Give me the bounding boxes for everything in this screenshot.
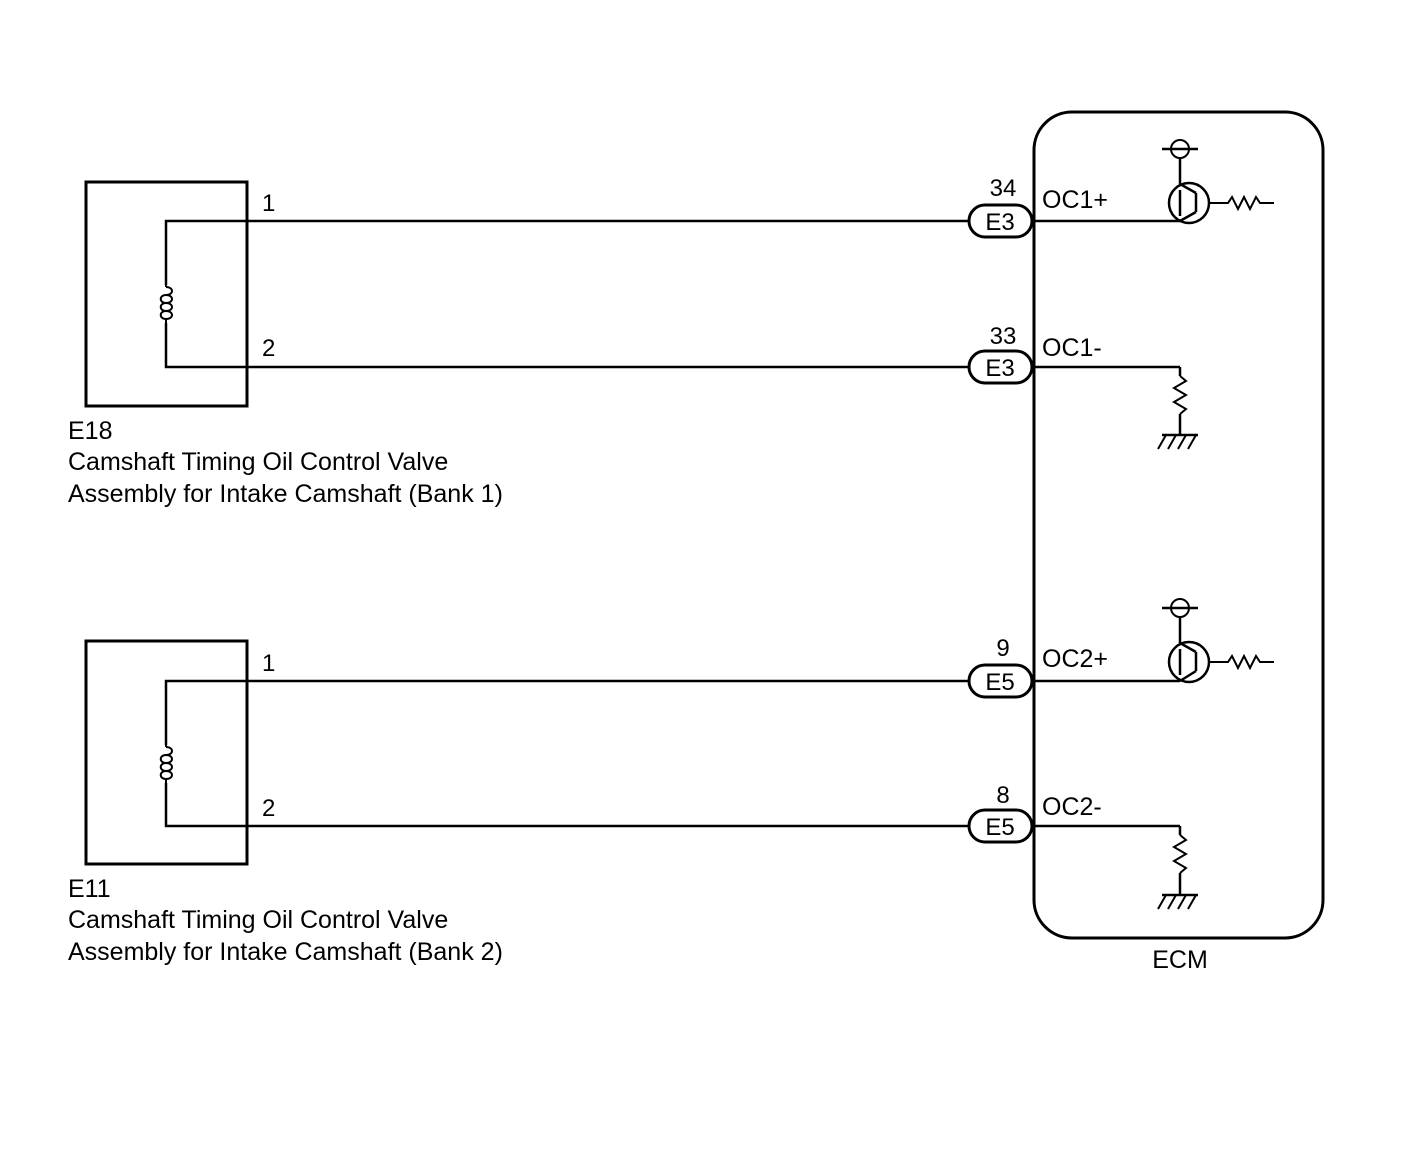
connector-code: E5: [985, 814, 1014, 841]
valve-bank1-name-line1: Camshaft Timing Oil Control Valve: [68, 448, 448, 476]
ground-icon: [1157, 893, 1198, 910]
resistor-icon: [1209, 653, 1274, 671]
connector-code: E3: [985, 355, 1014, 382]
ecm-label: ECM: [1152, 946, 1208, 974]
ecm-box: [1032, 110, 1325, 940]
valve-bank2-name-line2: Assembly for Intake Camshaft (Bank 2): [68, 938, 503, 966]
valve-bank2-name-line1: Camshaft Timing Oil Control Valve: [68, 906, 448, 934]
resistor-icon: [1172, 834, 1188, 874]
resistor-icon: [1172, 375, 1188, 415]
valve-bank2-pin1: 1: [262, 650, 275, 677]
ground-circuit-oc1: [1034, 365, 1198, 450]
connection-oc1-plus: E3 34 OC1+: [967, 175, 1108, 239]
valve-bank1-name-line2: Assembly for Intake Camshaft (Bank 1): [68, 480, 503, 508]
ground-icon: [1157, 433, 1198, 450]
ecm-pin-number: 33: [990, 323, 1017, 350]
valve-bank2-pin2: 2: [262, 795, 275, 822]
resistor-icon: [1209, 194, 1274, 212]
connector-pill: [967, 349, 1034, 385]
transistor-driver-oc1: [1034, 139, 1274, 225]
ecm-pin-number: 34: [990, 175, 1017, 202]
valve-bank1-box: [84, 180, 249, 408]
valve-bank1-coil-wire: [164, 219, 247, 369]
connector-pill: [967, 663, 1034, 699]
connection-oc1-minus: E3 33 OC1-: [967, 323, 1102, 385]
ground-circuit-oc2: [1034, 824, 1198, 910]
valve-bank2: 1 2 E11 Camshaft Timing Oil Control Valv…: [68, 639, 503, 966]
ecm-pin-number: 9: [996, 635, 1009, 662]
valve-bank1-pin2: 2: [262, 335, 275, 362]
valve-bank1: 1 2 E18 Camshaft Timing Oil Control Valv…: [68, 180, 503, 508]
signal-name: OC1+: [1042, 186, 1108, 214]
harness-wires: [247, 219, 970, 828]
connector-code: E5: [985, 669, 1014, 696]
connector-pill: [967, 808, 1034, 844]
signal-name: OC1-: [1042, 334, 1102, 362]
coil-icon: [158, 745, 174, 783]
connector-code: E3: [985, 209, 1014, 236]
connection-oc2-minus: E5 8 OC2-: [967, 782, 1102, 844]
signal-name: OC2-: [1042, 793, 1102, 821]
valve-bank1-code: E18: [68, 417, 112, 445]
transistor-driver-oc2: [1034, 598, 1274, 684]
valve-bank1-pin1: 1: [262, 190, 275, 217]
signal-name: OC2+: [1042, 645, 1108, 673]
ecm: ECM: [1032, 110, 1325, 974]
connector-pill: [967, 203, 1034, 239]
valve-bank2-box: [84, 639, 249, 866]
ecm-pin-number: 8: [996, 782, 1009, 809]
valve-bank2-code: E11: [68, 875, 111, 903]
connection-oc2-plus: E5 9 OC2+: [967, 635, 1108, 699]
coil-icon: [158, 285, 174, 323]
valve-bank2-coil-wire: [164, 679, 247, 828]
